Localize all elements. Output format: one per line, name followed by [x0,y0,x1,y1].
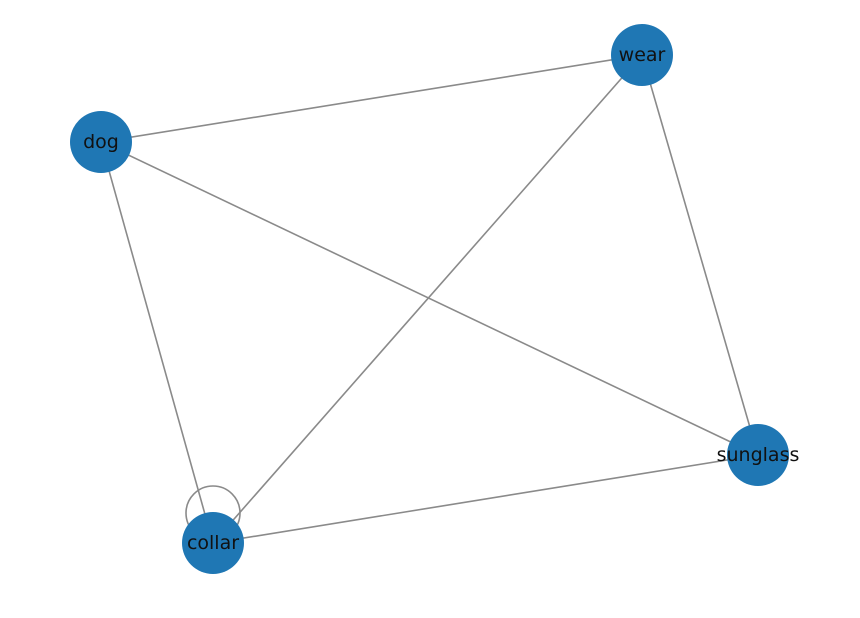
node-label-wear: wear [619,44,666,66]
node-label-sunglass: sunglass [717,444,800,466]
node-circle-dog[interactable] [70,111,132,173]
graph-node-sunglass[interactable]: sunglass [717,424,800,486]
node-label-collar: collar [187,532,239,554]
node-circle-wear[interactable] [611,24,673,86]
graph-edge-dog-wear [100,54,643,143]
node-circle-sunglass[interactable] [727,424,789,486]
graph-node-wear[interactable]: wear [611,24,673,86]
graph-edge-wear-collar [212,54,643,544]
nodes-layer: dog wear sunglass collar [70,24,799,574]
graph-node-collar[interactable]: collar [182,512,244,574]
node-circle-collar[interactable] [182,512,244,574]
node-label-dog: dog [83,131,119,153]
graph-edge-collar-sunglass [212,454,759,544]
graph-edge-dog-sunglass [100,141,759,456]
graph-node-dog[interactable]: dog [70,111,132,173]
graph-edge-dog-collar [100,141,214,544]
graph-edge-wear-sunglass [641,54,759,456]
edges-layer [100,54,759,544]
